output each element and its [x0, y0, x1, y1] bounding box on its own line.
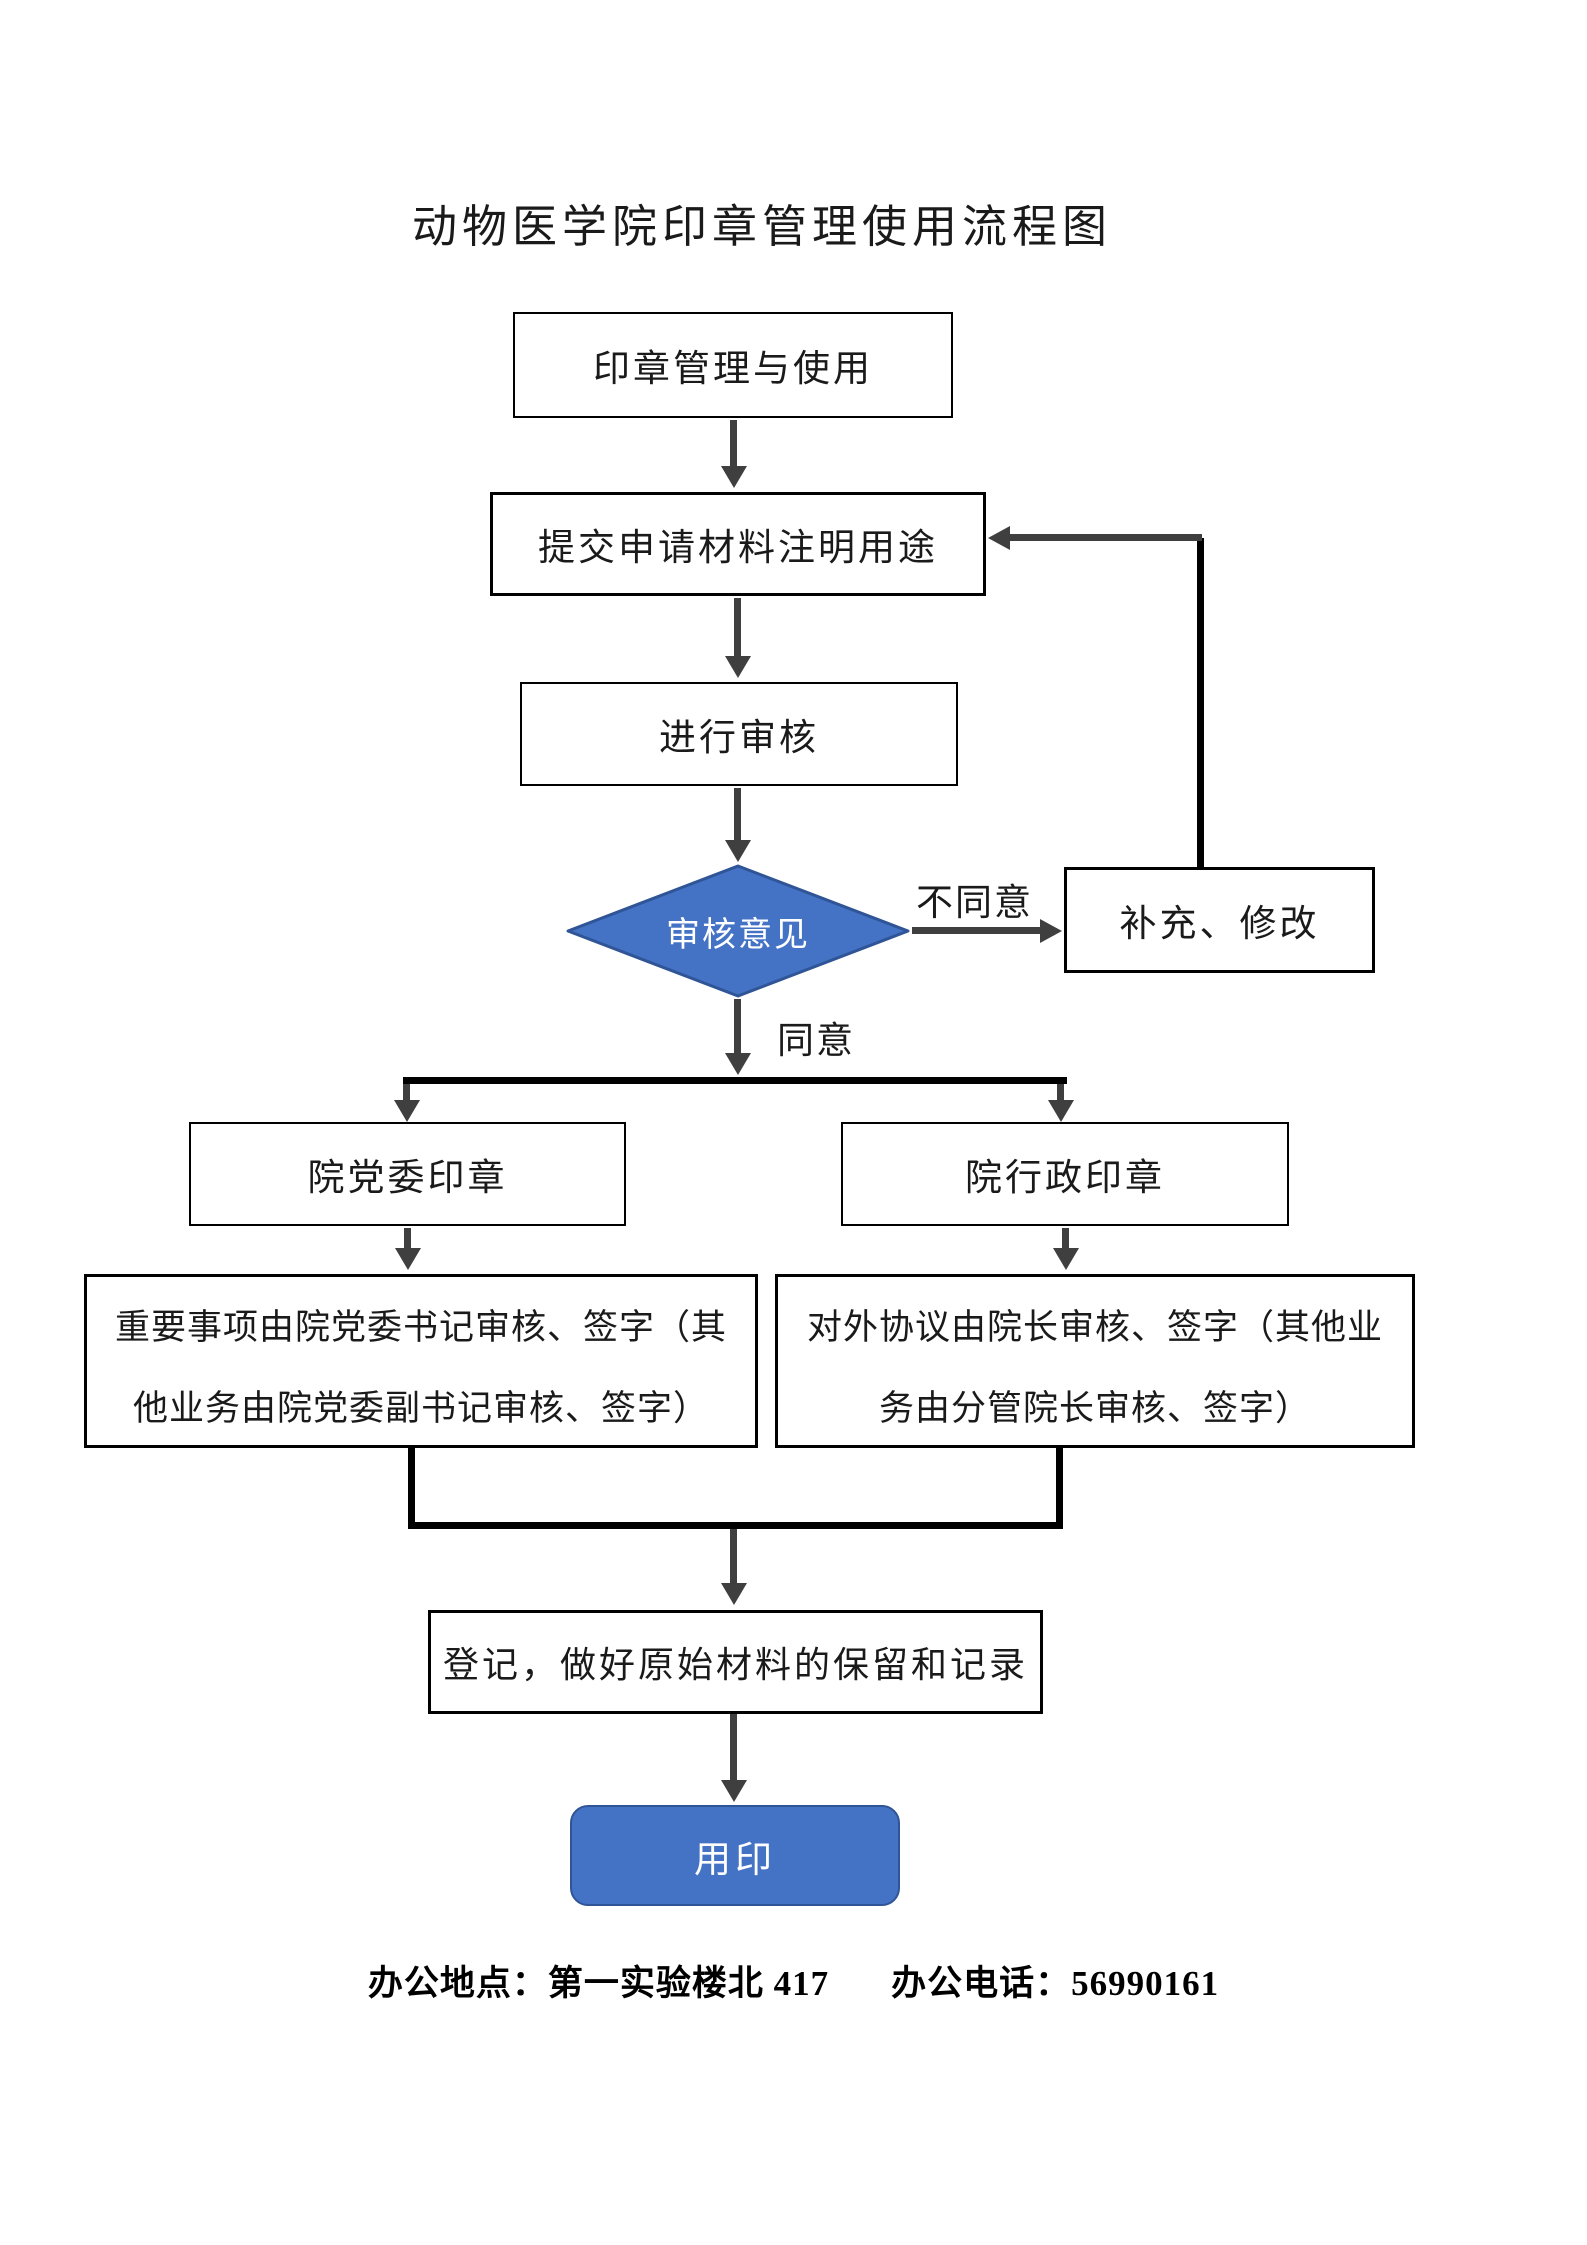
edge-merge-register-line	[730, 1529, 737, 1585]
edge-feedback-arrowhead	[988, 526, 1010, 550]
page-title: 动物医学院印章管理使用流程图	[411, 201, 1112, 252]
edge-label-disagree: 不同意	[916, 882, 1033, 923]
node-seal-management-label: 印章管理与使用	[593, 348, 873, 389]
edge-start-submit-line	[730, 420, 737, 468]
edge-merge-right-line	[1056, 1448, 1063, 1529]
edge-decision-split-line	[734, 999, 741, 1053]
edge-register-stamp-line	[730, 1714, 737, 1782]
edge-split-admin-arrowhead	[1048, 1100, 1074, 1122]
node-submit-application-label: 提交申请材料注明用途	[538, 527, 938, 568]
edge-admin-detail-arrowhead	[1053, 1248, 1079, 1270]
edge-feedback-horizontal-line	[1010, 534, 1202, 541]
edge-split-bar	[403, 1077, 1067, 1084]
edge-review-decision-arrowhead	[725, 840, 751, 862]
node-party-detail: 重要事项由院党委书记审核、签字（其 他业务由院党委副书记审核、签字）	[84, 1274, 758, 1448]
footer: 办公地点：第一实验楼北 417 办公电话：56990161	[0, 1955, 1587, 2006]
edge-split-party-arrowhead	[394, 1100, 420, 1122]
node-supplement-modify-label: 补充、修改	[1119, 903, 1320, 944]
node-party-committee-seal: 院党委印章	[189, 1122, 626, 1226]
edge-admin-detail-line	[1062, 1228, 1069, 1250]
edge-decision-supplement-line	[912, 927, 1040, 934]
node-use-seal: 用印	[570, 1805, 900, 1906]
node-administrative-seal-label: 院行政印章	[965, 1157, 1165, 1198]
node-party-detail-line2: 他业务由院党委副书记审核、签字）	[132, 1388, 709, 1428]
node-supplement-modify: 补充、修改	[1064, 867, 1375, 973]
edge-merge-left-line	[408, 1448, 415, 1529]
decision-diamond-shape	[566, 864, 910, 998]
edge-merge-bar	[408, 1522, 1063, 1529]
edge-register-stamp-arrowhead	[721, 1780, 747, 1802]
node-register-records: 登记，做好原始材料的保留和记录	[428, 1610, 1043, 1714]
node-admin-detail-line2: 务由分管院长审核、签字）	[878, 1388, 1311, 1428]
edge-review-decision-line	[734, 788, 741, 840]
node-conduct-review-label: 进行审核	[659, 717, 819, 758]
edge-start-submit-arrowhead	[721, 466, 747, 488]
edge-split-party-line	[403, 1084, 410, 1102]
node-administrative-seal: 院行政印章	[841, 1122, 1289, 1226]
edge-merge-register-arrowhead	[721, 1583, 747, 1605]
edge-decision-supplement-arrowhead	[1040, 919, 1062, 943]
node-admin-detail-line1: 对外协议由院长审核、签字（其他业	[806, 1307, 1383, 1347]
edge-decision-split-arrowhead	[725, 1053, 751, 1075]
node-party-detail-line1: 重要事项由院党委书记审核、签字（其	[114, 1307, 727, 1347]
edge-party-detail-line	[404, 1228, 411, 1250]
node-party-committee-seal-label: 院党委印章	[307, 1157, 508, 1198]
edge-feedback-vertical-line	[1197, 538, 1204, 867]
node-use-seal-label: 用印	[694, 1838, 776, 1880]
footer-office-location: 办公地点：第一实验楼北 417	[367, 1964, 830, 2003]
node-submit-application: 提交申请材料注明用途	[490, 492, 986, 596]
node-admin-detail: 对外协议由院长审核、签字（其他业 务由分管院长审核、签字）	[775, 1274, 1415, 1448]
edge-split-admin-line	[1057, 1084, 1064, 1102]
edge-submit-review-line	[734, 598, 741, 656]
edge-label-agree: 同意	[777, 1020, 855, 1061]
node-register-records-label: 登记，做好原始材料的保留和记录	[442, 1644, 1028, 1685]
edge-submit-review-arrowhead	[725, 656, 751, 678]
edge-party-detail-arrowhead	[395, 1248, 421, 1270]
node-seal-management: 印章管理与使用	[513, 312, 953, 418]
footer-office-phone: 办公电话：56990161	[891, 1964, 1220, 2003]
node-conduct-review: 进行审核	[520, 682, 958, 786]
node-decision-diamond: 审核意见	[565, 863, 911, 999]
node-decision-label: 审核意见	[666, 915, 810, 954]
